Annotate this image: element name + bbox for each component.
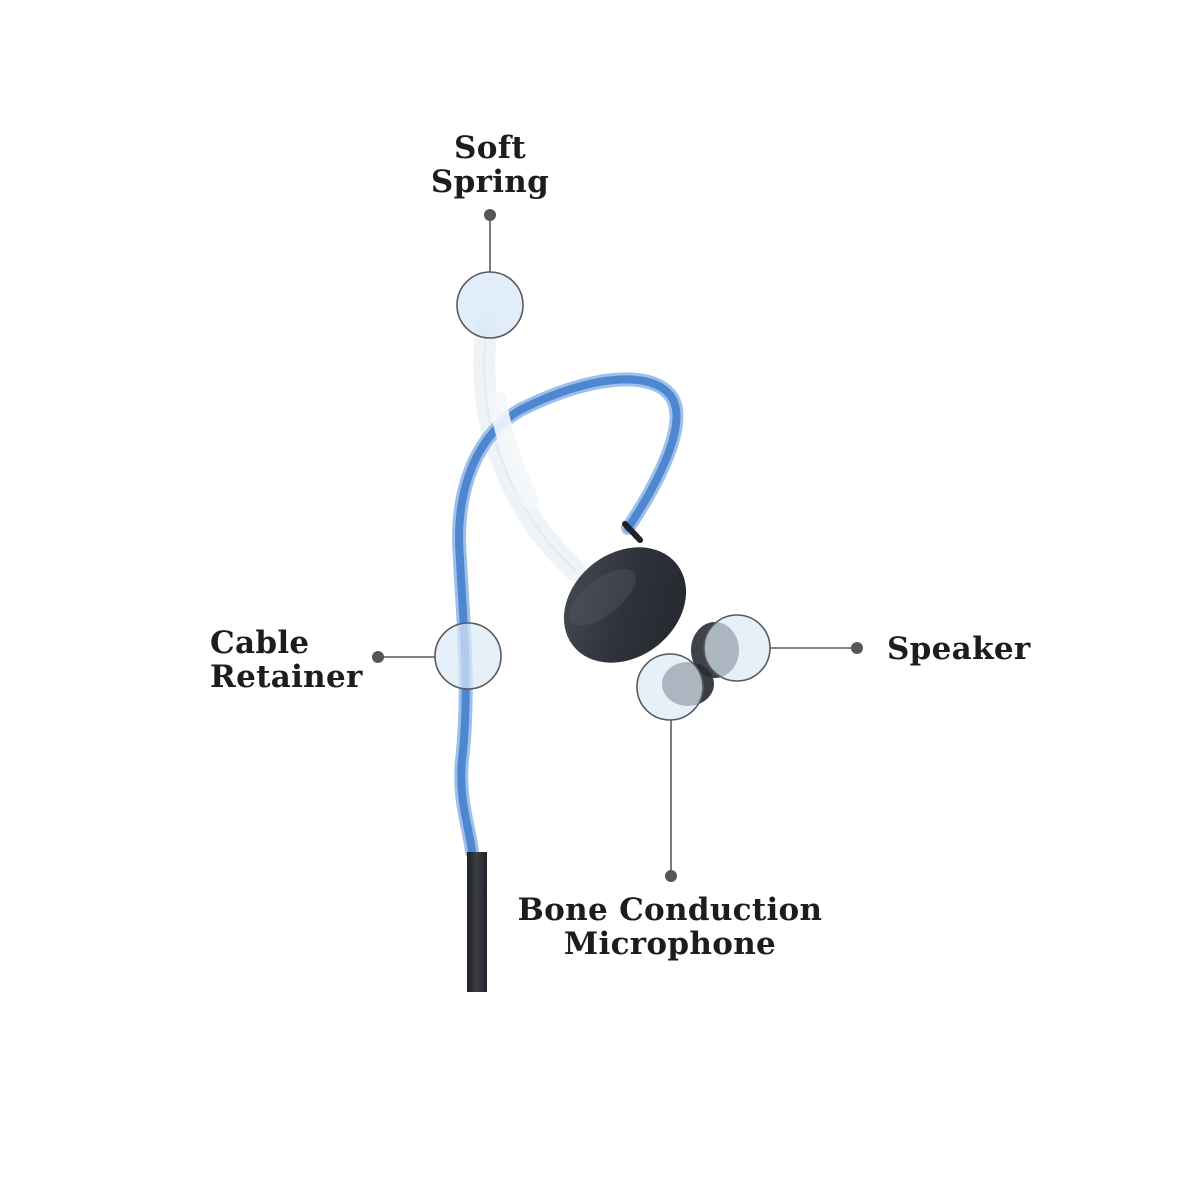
label-cable-retainer: Cable Retainer bbox=[210, 626, 363, 694]
label-line: Bone Conduction bbox=[517, 892, 823, 928]
connector-dot bbox=[665, 870, 677, 882]
callout-cable-retainer bbox=[372, 622, 502, 690]
callout-circle bbox=[434, 622, 502, 690]
callout-circle bbox=[703, 614, 771, 682]
label-bone-conduction-microphone: Bone Conduction Microphone bbox=[518, 893, 823, 961]
connector-dot bbox=[372, 651, 384, 663]
connector-dot bbox=[484, 209, 496, 221]
label-line: Speaker bbox=[887, 631, 1031, 667]
label-line: Retainer bbox=[210, 659, 363, 695]
callout-bone-conduction-microphone bbox=[636, 653, 704, 882]
earbud-body bbox=[563, 547, 687, 663]
connector-dot bbox=[851, 642, 863, 654]
label-soft-spring: Soft Spring bbox=[431, 131, 549, 199]
callout-soft-spring bbox=[456, 209, 524, 339]
label-line: Cable bbox=[210, 625, 310, 661]
label-line: Spring bbox=[430, 164, 550, 200]
black-cable bbox=[467, 852, 487, 992]
label-line: Microphone bbox=[563, 926, 777, 962]
label-line: Soft bbox=[454, 130, 526, 166]
callout-circle bbox=[456, 271, 524, 339]
callout-circle bbox=[636, 653, 704, 721]
label-speaker: Speaker bbox=[887, 632, 1031, 666]
callout-speaker bbox=[703, 614, 863, 682]
